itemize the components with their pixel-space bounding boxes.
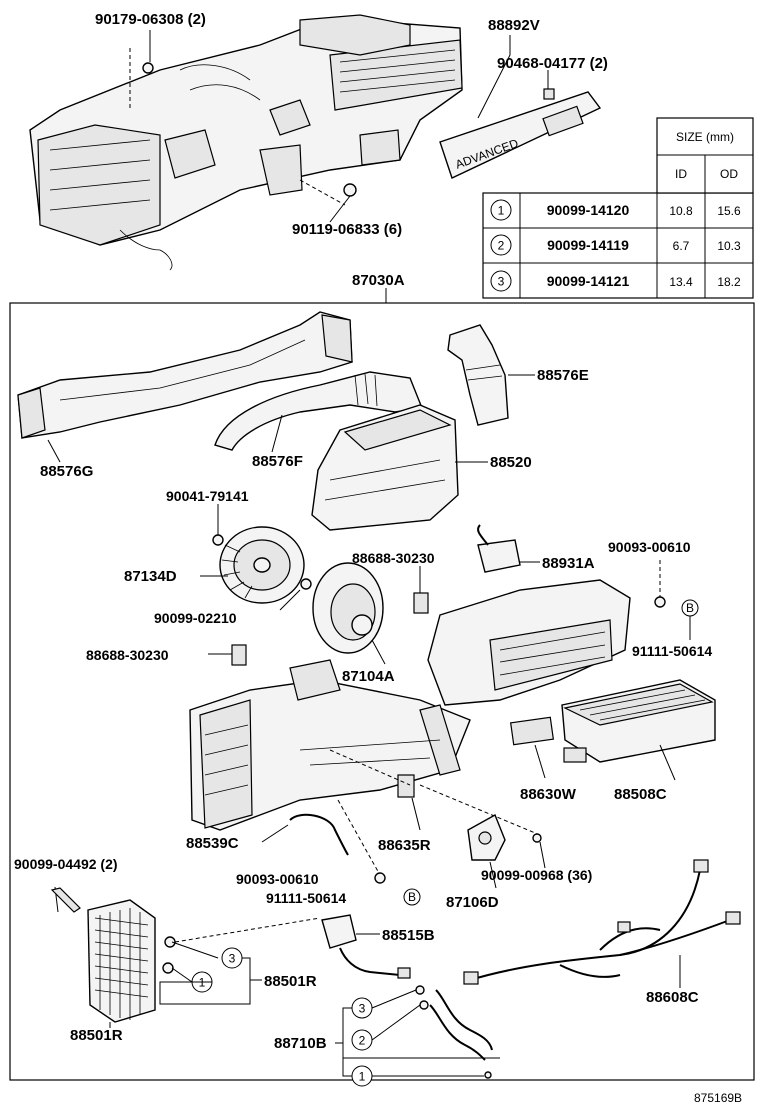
resistor-88931a-drawing: [477, 524, 521, 573]
table-row-3-od: 18.2: [717, 275, 741, 289]
label-88520: 88520: [490, 454, 532, 471]
label-88688-30230-upper: 88688-30230: [352, 550, 435, 566]
duct-88576f-drawing: [214, 371, 423, 451]
table-row-1-part: 90099-14120: [547, 202, 630, 218]
blower-fan-87134d-drawing: [219, 526, 305, 604]
marker-1-hose: 1: [359, 1070, 366, 1084]
size-table-col-od: OD: [720, 167, 738, 181]
duct-88576e-drawing: [447, 324, 509, 426]
label-88688-30230-lower: 88688-30230: [86, 647, 169, 663]
table-row-1-od: 15.6: [717, 204, 741, 218]
marker-2-hose: 2: [359, 1034, 366, 1048]
marker-3-evap: 3: [229, 952, 236, 966]
label-90119-06833: 90119-06833 (6): [292, 221, 402, 238]
size-table: SIZE (mm) ID OD 1 90099-14120 10.8 15.6 …: [482, 117, 754, 299]
label-88501r-right: 88501R: [264, 973, 317, 990]
exploded-view-frame: [9, 302, 755, 1081]
label-88515b: 88515B: [382, 927, 435, 944]
upper-right-case-drawing: [427, 579, 631, 706]
table-row-2-id: 6.7: [673, 239, 690, 253]
label-90099-00968: 90099-00968 (36): [481, 867, 592, 883]
table-row-2-part: 90099-14119: [547, 237, 629, 253]
wire-harness-88608c-drawing: [463, 859, 741, 985]
marker-b-lower: B: [408, 890, 416, 904]
table-row-3-part: 90099-14121: [547, 273, 630, 289]
case-88520-drawing: [311, 404, 459, 531]
label-90093-00610-upper: 90093-00610: [608, 539, 691, 555]
size-table-col-id: ID: [675, 167, 687, 181]
table-row-2-no: 2: [498, 239, 505, 253]
label-90041-79141: 90041-79141: [166, 488, 249, 504]
label-88710b: 88710B: [274, 1035, 327, 1052]
label-87030a: 87030A: [352, 272, 405, 289]
marker-b-upper: B: [686, 601, 694, 615]
label-90093-00610-lower: 90093-00610: [236, 871, 319, 887]
label-88892v: 88892V: [488, 17, 540, 34]
size-table-title: SIZE (mm): [676, 130, 734, 144]
blower-motor-87104a-drawing: [312, 562, 384, 654]
table-row-3-no: 3: [498, 275, 505, 289]
filter-tray-88508c-drawing: [561, 679, 716, 763]
label-88630w: 88630W: [520, 786, 577, 803]
table-row-1-no: 1: [498, 204, 505, 218]
label-88508c: 88508C: [614, 786, 667, 803]
label-88539c: 88539C: [186, 835, 239, 852]
label-88501r-left: 88501R: [70, 1027, 123, 1044]
hoses-88710b-drawing: [415, 985, 493, 1079]
top-hvac-assembly-drawing: [29, 14, 463, 271]
label-87104a: 87104A: [342, 668, 395, 685]
marker-3-hose: 3: [359, 1002, 366, 1016]
label-90179-06308: 90179-06308 (2): [95, 11, 206, 28]
label-87134d: 87134D: [124, 568, 177, 585]
label-88635r: 88635R: [378, 837, 431, 854]
label-88608c: 88608C: [646, 989, 699, 1006]
duct-88576g-drawing: [17, 311, 353, 439]
label-91111-50614-lower: 91111-50614: [266, 890, 346, 906]
diagram-id: 875169B: [694, 1091, 742, 1105]
evaporator-88501r-drawing: [87, 899, 156, 1023]
main-lower-case-drawing: [189, 659, 471, 831]
label-88576e: 88576E: [537, 367, 589, 384]
label-91111-50614-upper: 91111-50614: [632, 643, 712, 659]
label-88576f: 88576F: [252, 453, 303, 470]
air-filter-88892v-drawing: ADVANCED: [439, 91, 602, 179]
table-row-2-od: 10.3: [717, 239, 741, 253]
label-88931a: 88931A: [542, 555, 595, 572]
table-row-1-id: 10.8: [669, 204, 693, 218]
servo-87106d-drawing: [467, 814, 506, 861]
label-90099-04492: 90099-04492 (2): [14, 856, 118, 872]
label-88576g: 88576G: [40, 463, 93, 480]
label-90468-04177: 90468-04177 (2): [497, 55, 608, 72]
label-90099-02210: 90099-02210: [154, 610, 237, 626]
table-row-3-id: 13.4: [669, 275, 693, 289]
label-87106d: 87106D: [446, 894, 499, 911]
expansion-valve-88515b-drawing: [321, 914, 411, 979]
